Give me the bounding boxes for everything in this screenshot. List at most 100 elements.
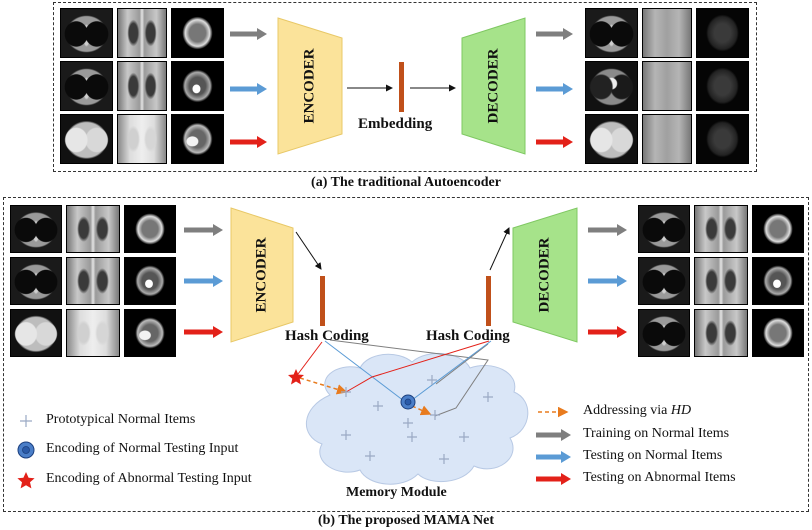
input-image-xray-abnormal	[66, 309, 120, 357]
arrow-red-legend	[536, 473, 571, 485]
hash-coding-left-label: Hash Coding	[285, 328, 369, 344]
arrow-blue	[184, 275, 223, 287]
arrow-red	[184, 326, 223, 338]
arrow-gray	[536, 28, 573, 40]
input-image-xray-abnormal	[117, 114, 167, 164]
input-image-brain-abnormal	[124, 309, 176, 357]
addressing-prefix: Addressing via	[583, 403, 671, 418]
input-image-xray-normal	[66, 205, 120, 253]
arrow-blue-legend	[536, 451, 571, 463]
legend-label-abnormal-encoding: Encoding of Abnormal Testing Input	[46, 471, 252, 486]
output-image-xray	[694, 205, 748, 253]
arrow-gray	[184, 224, 223, 236]
input-image-brain-normal	[171, 61, 224, 111]
plus-icon	[459, 432, 469, 442]
input-image-brain-normal	[124, 257, 176, 305]
output-image-xray	[642, 61, 692, 111]
input-image-brain-normal	[124, 205, 176, 253]
testing-abnormal-link	[345, 340, 490, 393]
output-image-brain	[696, 8, 749, 58]
encoder-label: ENCODER	[253, 237, 270, 313]
arrow-blue	[536, 83, 573, 95]
testing-normal-link	[411, 340, 492, 401]
prototypical-items	[341, 375, 493, 464]
addressing-arrow	[299, 377, 348, 395]
output-image-brain	[752, 309, 804, 357]
legend-label-prototypical: Prototypical Normal Items	[46, 412, 196, 427]
addressing-hd: HD	[670, 403, 692, 418]
arrow-blue	[230, 83, 267, 95]
plus-icon	[341, 430, 351, 440]
star-icon	[17, 472, 35, 489]
arrow-red	[588, 326, 627, 338]
arrow-gray	[230, 28, 267, 40]
legend-label-normal-encoding: Encoding of Normal Testing Input	[46, 441, 239, 456]
input-image-brain-normal	[171, 8, 224, 58]
testing-abnormal-link	[297, 341, 323, 375]
embedding-bar	[486, 276, 491, 326]
embedding-to-decoder-arrow	[489, 227, 510, 271]
legend-label-addressing: Addressing via HD	[583, 403, 691, 419]
decoder-label: DECODER	[485, 48, 502, 124]
encoder-block	[230, 207, 294, 343]
output-image-ct	[638, 257, 690, 305]
arrow-red	[536, 136, 573, 148]
input-image-ct-abnormal	[60, 114, 113, 164]
input-image-xray-normal	[117, 61, 167, 111]
input-image-ct-normal	[60, 8, 113, 58]
legend-label-testing-normal: Testing on Normal Items	[583, 448, 723, 463]
decoder-block	[512, 207, 578, 343]
plus-icon	[20, 415, 32, 427]
caption-b: (b) The proposed MAMA Net	[317, 513, 495, 528]
plus-icon	[403, 418, 413, 428]
output-image-ct	[638, 205, 690, 253]
embedding-label: Embedding	[358, 116, 433, 132]
encoder-to-embedding-arrow	[295, 231, 322, 270]
panel-traditional-autoencoder	[53, 2, 757, 172]
output-image-ct	[638, 309, 690, 357]
input-image-ct-abnormal	[10, 309, 62, 357]
caption-a: (a) The traditional Autoencoder	[311, 175, 501, 190]
embedding-bar	[320, 276, 325, 326]
plus-icon	[373, 401, 383, 411]
training-link	[435, 343, 489, 385]
decoder-label: DECODER	[536, 237, 553, 313]
plus-icon	[341, 387, 351, 397]
output-image-xray	[694, 309, 748, 357]
legend-label-training-normal: Training on Normal Items	[583, 426, 730, 441]
input-image-xray-normal	[66, 257, 120, 305]
output-image-ct	[585, 61, 638, 111]
arrow-red	[230, 136, 267, 148]
abnormal-encoding-star-icon	[288, 369, 304, 385]
testing-normal-link	[324, 340, 405, 402]
arrow-blue	[588, 275, 627, 287]
memory-module-label: Memory Module	[346, 485, 447, 500]
memory-module-cloud	[306, 352, 529, 485]
plus-icon	[483, 392, 493, 402]
input-image-ct-normal	[10, 205, 62, 253]
addressing-arrow	[411, 405, 432, 416]
output-image-ct	[585, 8, 638, 58]
embedding-bar	[399, 62, 404, 112]
encoder-block	[277, 17, 343, 155]
plus-icon	[427, 375, 437, 385]
output-image-xray	[642, 114, 692, 164]
output-image-xray	[694, 257, 748, 305]
output-image-brain	[696, 114, 749, 164]
hash-coding-right-label: Hash Coding	[426, 328, 510, 344]
output-image-brain	[752, 257, 804, 305]
plus-icon	[407, 432, 417, 442]
normal-encoding-circle-icon	[400, 394, 416, 410]
input-image-brain-abnormal	[171, 114, 224, 164]
arrow-gray-legend	[536, 429, 571, 441]
plus-icon	[439, 454, 449, 464]
arrow-gray	[588, 224, 627, 236]
decoder-block	[461, 17, 526, 155]
legend-label-testing-abnormal: Testing on Abnormal Items	[583, 470, 736, 485]
output-image-brain	[752, 205, 804, 253]
circle-icon	[17, 441, 35, 459]
encoder-label: ENCODER	[301, 48, 318, 124]
output-image-xray	[642, 8, 692, 58]
plus-icon	[365, 451, 375, 461]
